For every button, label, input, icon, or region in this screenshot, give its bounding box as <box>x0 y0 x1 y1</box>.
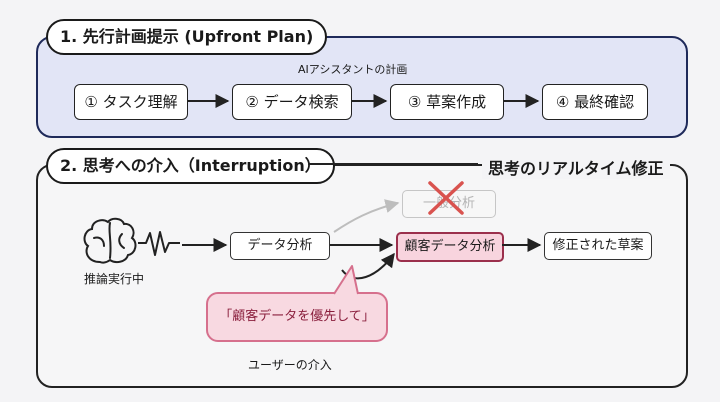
node-general-analysis: 一般分析 <box>402 190 496 218</box>
plan-step-4: ④ 最終確認 <box>542 84 648 120</box>
upfront-plan-title: 1. 先行計画提示 (Upfront Plan) <box>46 19 328 55</box>
plan-step-1: ① タスク理解 <box>74 84 188 120</box>
node-data-analysis: データ分析 <box>230 232 330 260</box>
interruption-title: 2. 思考への介入（Interruption） <box>46 148 335 184</box>
node-customer-data-analysis: 顧客データ分析 <box>396 232 504 262</box>
plan-step-2: ② データ検索 <box>232 84 352 120</box>
plan-step-3: ③ 草案作成 <box>390 84 504 120</box>
user-intervention-bubble: 「顧客データを優先して」 <box>206 292 388 342</box>
ai-plan-label: AIアシスタントの計画 <box>298 63 408 76</box>
user-intervention-label: ユーザーの介入 <box>248 358 332 372</box>
node-revised-draft: 修正された草案 <box>544 232 652 260</box>
realtime-correction-heading: 思考のリアルタイム修正 <box>482 155 670 179</box>
running-label: 推論実行中 <box>84 272 145 286</box>
